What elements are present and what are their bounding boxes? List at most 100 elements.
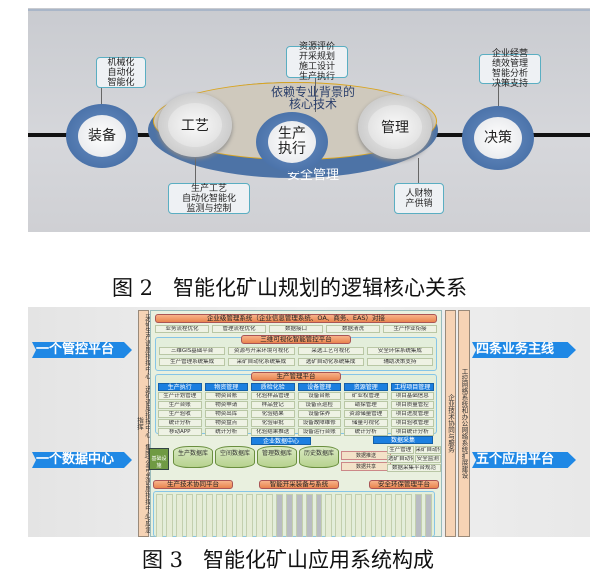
module-item: 样品登记 (251, 401, 295, 409)
tech-service-column: 企业技术协同与服务 (445, 310, 456, 537)
acq-item: 安全监测 (414, 455, 441, 463)
module-item: 设备台账 (297, 392, 341, 400)
bottom-title: 智能开采装备与系统 (259, 480, 339, 489)
viz-items: 三维GIS基础平台资源与开采环境可视化采选工艺可视化安全环保系统集成生产管理系统… (159, 347, 433, 366)
platform-item (385, 494, 393, 537)
platform-item (245, 494, 253, 537)
node-label: 决策 (474, 117, 522, 159)
platform-item (355, 494, 363, 537)
acq-item: 采矿自动化 (414, 446, 441, 454)
module-item: 生产计划管理 (158, 392, 202, 400)
safety-label: 安全管理 (286, 168, 339, 183)
database: 空间数据库 (215, 446, 255, 468)
node-decision: 决策 (462, 106, 534, 170)
module-column: 工程项目管理项目基础信息项目质量管控项目进度管理项目验收管理项目统计分析 (390, 383, 434, 436)
figure-2-diagram: 安全管理 装备 工艺 生产 执行 管理 决策 依赖专业背景的核心技术 机械化自动… (28, 8, 590, 232)
module-title: 工程项目管理 (390, 383, 434, 391)
enterprise-item: 生产作业衔接 (383, 325, 437, 333)
module-item: 矿业权管理 (344, 392, 388, 400)
platform-item (205, 494, 213, 537)
arrow-share: 数据共享 (341, 462, 391, 471)
platform-item (225, 494, 233, 537)
platform-item (235, 494, 243, 537)
arrow-label: 五个应用平台 (472, 452, 576, 468)
module-item: 统计分析 (204, 428, 248, 436)
module-item: 物资盘点 (204, 419, 248, 427)
platform-item (345, 494, 353, 537)
module-item: 项目进度管理 (390, 410, 434, 418)
viz-item: 生产管理系统集成 (159, 358, 226, 366)
bottom-title: 生产技术协同平台 (153, 480, 233, 489)
platform-item (165, 494, 173, 537)
module-column: 设备管理设备台账设备点巡检设备保养设备故障维修设备运行台账 (297, 383, 341, 436)
box-line: 开采规划 (298, 52, 335, 62)
platform-item (305, 494, 313, 537)
viz-item: 辅助决策支持 (366, 358, 433, 366)
module-item: 物资申请 (204, 401, 248, 409)
module-column: 物资管理物资台账物资申请物资出库物资盘点统计分析 (204, 383, 248, 436)
connector (498, 82, 499, 122)
node-label: 生产 执行 (268, 121, 316, 163)
platform-item (395, 494, 403, 537)
module-item: 项目质量管控 (390, 401, 434, 409)
node-production: 生产 执行 (256, 112, 328, 172)
module-item: 化验样品管理 (251, 392, 295, 400)
acq-item: 数据采集平台规范 (387, 464, 441, 472)
node-management: 管理 (358, 95, 432, 159)
divider (28, 9, 590, 11)
connector (418, 158, 419, 191)
box-line: 绩效管理 (491, 59, 528, 69)
module-title: 设备管理 (297, 383, 341, 391)
module-item: 设备点巡检 (297, 401, 341, 409)
box-line: 生产工艺 (190, 183, 227, 194)
node-label: 装备 (78, 115, 126, 157)
platform-item (215, 494, 223, 537)
platform-item (265, 494, 273, 537)
enterprise-item: 数据接口 (269, 325, 323, 333)
node-process: 工艺 (158, 93, 232, 157)
box-equipment: 机械化自动化智能化 (96, 57, 146, 88)
platform-item (315, 494, 323, 537)
box-management: 人财物产供销 (394, 183, 444, 214)
acq-item: 选矿自动化 (387, 455, 414, 463)
enterprise-bar: 企业级管理系统（企业信息管理系统、OA、商务、EAS）对接 (155, 314, 437, 323)
module-column: 生产执行生产计划管理生产台账生产验收统计分析移动APP (158, 383, 202, 436)
platform-item (285, 494, 293, 537)
data-arrows: 数据推送数据共享 (341, 451, 391, 471)
core-line: 依赖专业背景的 (270, 85, 355, 99)
box-decision: 企业经营绩效管理智能分析决策支持 (479, 49, 541, 89)
viz-item: 采选工艺可视化 (297, 347, 364, 355)
arrow-label: 四条业务主线 (472, 342, 576, 358)
box-line: 自动化智能化 (181, 193, 236, 204)
viz-item: 采矿自动化系统集成 (228, 358, 295, 366)
box-line: 智能分析 (491, 69, 528, 79)
acq-title: 数据采集 (373, 436, 433, 444)
node-equipment: 装备 (66, 104, 138, 168)
arrow-label: 一个管控平台 (32, 342, 132, 358)
database: 历史数据库 (299, 446, 339, 468)
connector (195, 158, 196, 191)
prod-title: 生产管理平台 (251, 372, 341, 381)
box-line: 机械化 (107, 57, 135, 68)
core-tech-text: 依赖专业背景的核心技术 (243, 86, 383, 110)
network-column: 工控网络系统和办公网络系统扩展建设 (458, 310, 470, 537)
figure-2-caption: 图 2 智能化矿山规划的逻辑核心关系 (112, 276, 468, 300)
box-line: 产供销 (405, 198, 433, 209)
module-item: 统计分析 (344, 428, 388, 436)
arrow-label: 一个数据中心 (32, 452, 132, 468)
bottom-platforms (153, 491, 435, 537)
platform-item (185, 494, 193, 537)
core-line: 核心技术 (288, 97, 337, 111)
viz-title: 三维可视化智能管控平台 (241, 335, 351, 344)
module-item: 物资台账 (204, 392, 248, 400)
node-label: 管理 (368, 105, 422, 149)
module-item: 设备故障维修 (297, 419, 341, 427)
module-item: 化验结果 (251, 410, 295, 418)
box-line: 人财物 (405, 188, 433, 199)
module-item: 设备运行台账 (297, 428, 341, 436)
module-item: 设备保养 (297, 410, 341, 418)
platform-item (415, 494, 423, 537)
box-line: 施工设计 (298, 62, 335, 72)
module-item: 项目验收管理 (390, 419, 434, 427)
